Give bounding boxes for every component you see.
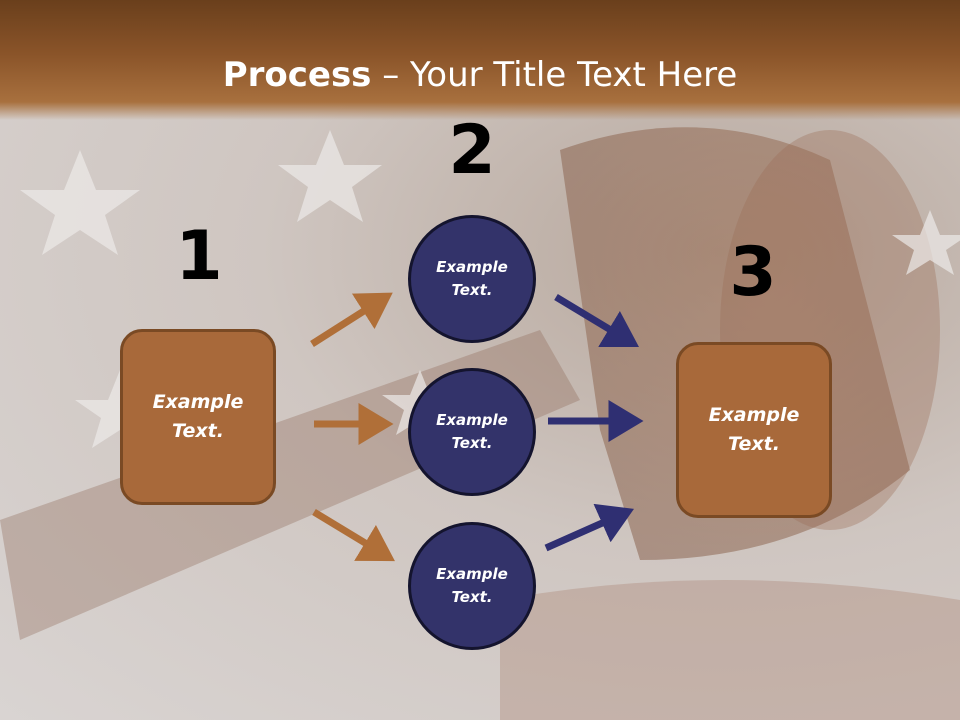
header-bar xyxy=(0,0,960,120)
arrow-icon-navy-down xyxy=(554,294,639,348)
step-1-box[interactable]: Example Text. xyxy=(120,329,276,505)
step-1-text: Example Text. xyxy=(152,391,244,442)
arrow-icon-brown-down xyxy=(312,509,395,562)
title-bold: Process xyxy=(222,55,372,95)
slide-title: Process – Your Title Text Here xyxy=(0,55,960,95)
step-number-3: 3 xyxy=(729,233,777,312)
circle-top-text: Example Text. xyxy=(436,258,508,299)
step-2-circle-middle[interactable]: Example Text. xyxy=(408,368,536,496)
title-rest: – Your Title Text Here xyxy=(371,55,738,95)
step-number-2: 2 xyxy=(448,111,496,190)
circle-bottom-text: Example Text. xyxy=(436,565,508,606)
circle-middle-text: Example Text. xyxy=(436,411,508,452)
step-3-box[interactable]: Example Text. xyxy=(676,342,832,518)
step-3-text: Example Text. xyxy=(708,404,800,455)
step-2-circle-top[interactable]: Example Text. xyxy=(408,215,536,343)
arrow-icon-navy-up xyxy=(544,503,634,552)
step-number-1: 1 xyxy=(175,217,223,296)
step-2-circle-bottom[interactable]: Example Text. xyxy=(408,522,536,650)
arrow-icon-brown-up xyxy=(310,292,393,347)
